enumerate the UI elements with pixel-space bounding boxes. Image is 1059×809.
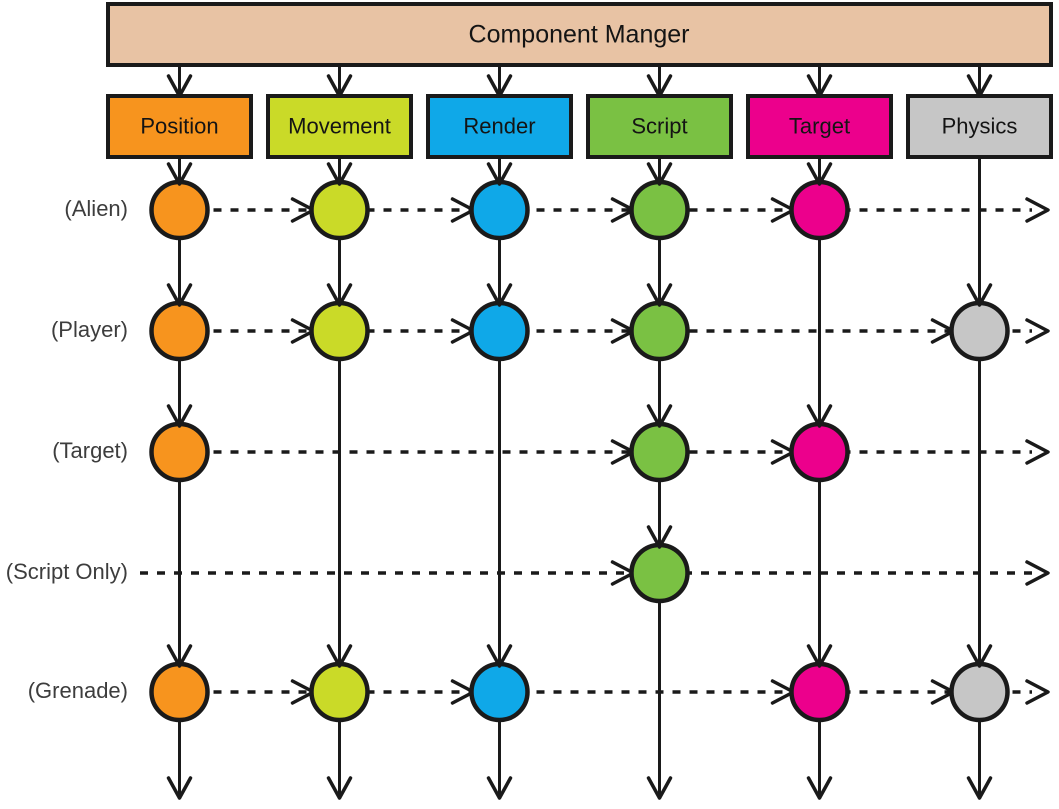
- column-position-arrow-row-alien: [166, 162, 193, 186]
- node-player-position[interactable]: [149, 300, 210, 362]
- node-alien-script[interactable]: [629, 179, 690, 241]
- component-box-label-position: Position: [140, 113, 218, 138]
- column-position-bottom-arrow: [166, 776, 193, 800]
- node-alien-render[interactable]: [469, 179, 530, 241]
- node-grenade-render[interactable]: [469, 661, 530, 723]
- column-script-bottom-arrow: [646, 776, 673, 800]
- component-box-row: Position Movement Render Script Target Physic…: [106, 94, 1053, 159]
- entity-dash-arrow-target: [1025, 439, 1050, 465]
- column-script-arrow-row-target: [646, 404, 673, 428]
- entity-dash-arrow-script-only: [1025, 560, 1050, 586]
- node-alien-target[interactable]: [789, 179, 850, 241]
- node-alien-position[interactable]: [149, 179, 210, 241]
- component-box-label-physics: Physics: [942, 113, 1018, 138]
- column-target-arrow-row-alien: [806, 162, 833, 186]
- column-position-arrow-row-grenade: [166, 644, 193, 668]
- column-script-arrow-row-alien: [646, 162, 673, 186]
- component-box-label-movement: Movement: [288, 113, 391, 138]
- component-box-label-target: Target: [789, 113, 850, 138]
- column-movement-arrow-row-player: [326, 283, 353, 307]
- node-player-physics[interactable]: [949, 300, 1010, 362]
- component-box-physics[interactable]: Physics: [906, 94, 1053, 159]
- column-script-arrow-row-player: [646, 283, 673, 307]
- component-box-rect-render: [426, 94, 573, 159]
- component-box-movement[interactable]: Movement: [266, 94, 413, 159]
- node-player-script[interactable]: [629, 300, 690, 362]
- manager-to-component-connectors: [166, 65, 993, 98]
- entity-component-nodes: [149, 179, 1010, 723]
- node-target-script[interactable]: [629, 421, 690, 483]
- column-movement-bottom-arrow: [326, 776, 353, 800]
- node-player-render[interactable]: [469, 300, 530, 362]
- component-manager-label: Component Manger: [469, 21, 690, 49]
- column-target-arrow-row-grenade: [806, 644, 833, 668]
- column-render-bottom-arrow: [486, 776, 513, 800]
- column-physics-arrow-row-player: [966, 283, 993, 307]
- node-player-movement[interactable]: [309, 300, 370, 362]
- column-arrowheads: [166, 162, 993, 800]
- node-script-only-script[interactable]: [629, 542, 690, 604]
- node-alien-movement[interactable]: [309, 179, 370, 241]
- column-movement-arrow-row-alien: [326, 162, 353, 186]
- entity-dash-arrow-grenade: [1025, 679, 1050, 705]
- component-box-render[interactable]: Render: [426, 94, 573, 159]
- node-grenade-movement[interactable]: [309, 661, 370, 723]
- component-manager-box[interactable]: Component Manger: [106, 2, 1053, 67]
- component-box-rect-position: [106, 94, 253, 159]
- entity-dash-arrow-alien: [1025, 197, 1050, 223]
- entity-row-label-target: (Target): [52, 438, 128, 463]
- column-render-arrow-row-player: [486, 283, 513, 307]
- column-render-arrow-row-alien: [486, 162, 513, 186]
- component-box-position[interactable]: Position: [106, 94, 253, 159]
- node-grenade-physics[interactable]: [949, 661, 1010, 723]
- node-grenade-target[interactable]: [789, 661, 850, 723]
- component-manager-rect: [106, 2, 1053, 67]
- node-grenade-position[interactable]: [149, 661, 210, 723]
- column-target-arrow-row-target: [806, 404, 833, 428]
- entity-row-label-alien: (Alien): [64, 196, 128, 221]
- column-position-arrow-row-player: [166, 283, 193, 307]
- column-physics-bottom-arrow: [966, 776, 993, 800]
- column-script-arrow-row-script-only: [646, 525, 673, 549]
- column-render-arrow-row-grenade: [486, 644, 513, 668]
- node-target-target[interactable]: [789, 421, 850, 483]
- component-box-rect-physics: [906, 94, 1053, 159]
- column-movement-arrow-row-grenade: [326, 644, 353, 668]
- component-box-script[interactable]: Script: [586, 94, 733, 159]
- component-box-label-render: Render: [463, 113, 535, 138]
- column-position-arrow-row-target: [166, 404, 193, 428]
- entity-row-label-script-only: (Script Only): [6, 559, 128, 584]
- entity-row-labels: (Alien) (Player) (Target) (Script Only) (Gre…: [6, 196, 128, 703]
- component-box-target[interactable]: Target: [746, 94, 893, 159]
- node-target-position[interactable]: [149, 421, 210, 483]
- component-box-label-script: Script: [631, 113, 687, 138]
- entity-row-lines: [140, 197, 1050, 705]
- column-target-bottom-arrow: [806, 776, 833, 800]
- column-physics-arrow-row-grenade: [966, 644, 993, 668]
- entity-row-label-grenade: (Grenade): [28, 678, 128, 703]
- component-column-lines: [178, 157, 981, 798]
- entity-dash-arrow-player: [1025, 318, 1050, 344]
- entity-row-label-player: (Player): [51, 317, 128, 342]
